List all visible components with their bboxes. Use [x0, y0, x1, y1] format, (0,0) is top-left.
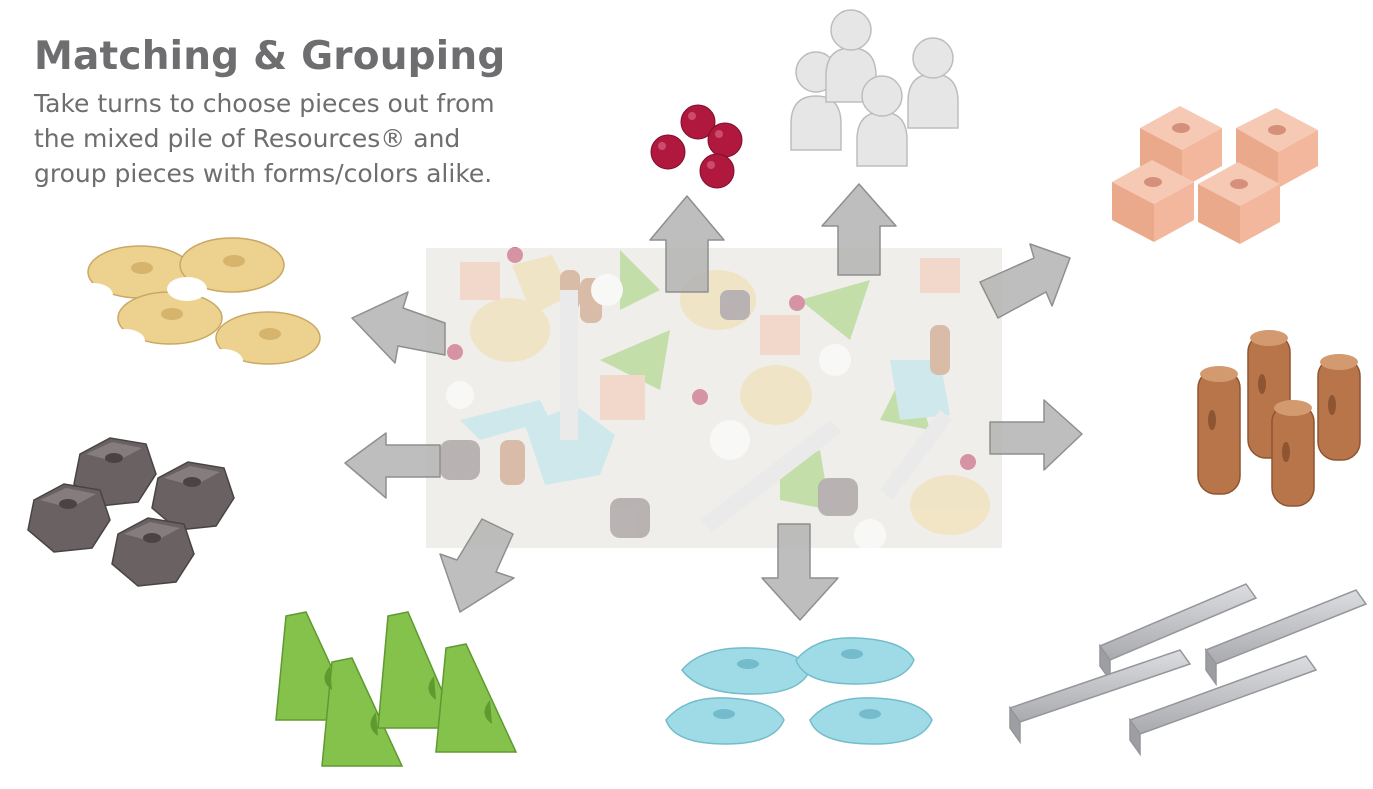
arrow-down-left-icon [439, 518, 515, 613]
cream-crescent-discs-group [73, 237, 321, 373]
arrow-upper-left-icon [351, 291, 446, 364]
white-pegs-group [790, 9, 959, 167]
instruction-text: Take turns to choose pieces out from the… [34, 86, 634, 191]
arrow-upper-right-icon [979, 243, 1071, 319]
page-title: Matching & Grouping [34, 34, 506, 79]
arrow-right-icon [989, 399, 1083, 471]
arrow-left-icon [344, 432, 441, 499]
brown-cylinders-group [1197, 330, 1361, 507]
dark-stones-group [27, 437, 235, 587]
arrow-up-left-icon [649, 195, 725, 293]
maroon-balls-group [650, 104, 743, 189]
peach-cubes-group [1112, 106, 1318, 244]
arrow-up-icon [821, 183, 897, 276]
blue-tiles-group [665, 637, 933, 745]
instruction-line: Take turns to choose pieces out from [34, 89, 495, 118]
arrow-down-icon [761, 523, 839, 621]
gray-rails-group [1008, 583, 1368, 757]
green-triangles-group [275, 611, 518, 767]
mixed-pile-image [426, 247, 1002, 551]
instruction-line: group pieces with forms/colors alike. [34, 159, 493, 188]
instruction-line: the mixed pile of Resources® and [34, 124, 461, 153]
